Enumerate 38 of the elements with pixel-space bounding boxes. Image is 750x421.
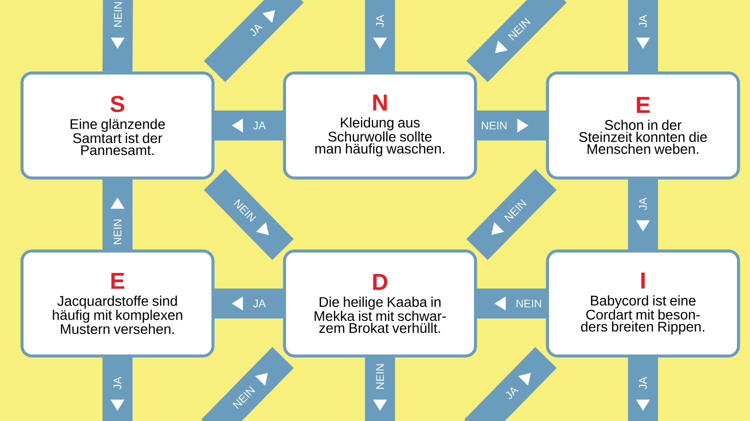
edge-label: JA: [253, 122, 266, 130]
arrow-band: [628, 0, 658, 72]
edge-label: JA: [114, 376, 122, 390]
arrow-band: [102, 180, 132, 250]
arrow-band: [466, 168, 557, 260]
arrow-band: [365, 0, 395, 72]
question-box: D Die heilige Kaaba in Mekka ist mit schwar- zem Brokat verhüllt.: [283, 250, 477, 358]
arrow-band: [477, 288, 546, 318]
edge-label: JA: [376, 14, 384, 28]
edge-label: JA: [639, 198, 647, 210]
arrow-band: [214, 110, 283, 140]
arrow-band: [628, 358, 658, 421]
arrow-band: [204, 0, 304, 82]
arrow-band: [102, 0, 133, 72]
question-box: I Babycord ist eine Cordart mit beson- ders breiten Rippen.: [546, 250, 740, 358]
edge-label: NEIN: [482, 122, 506, 130]
edge-label: JA: [639, 376, 647, 390]
edge-label: NEIN: [516, 300, 542, 308]
edge-label: JA: [506, 388, 519, 399]
edge-label: NEIN: [114, 220, 122, 244]
edge-label: JA: [253, 300, 266, 308]
edge-label: JA: [639, 14, 647, 28]
arrow-band: [464, 347, 557, 421]
arrow-band: [466, 0, 567, 82]
question-box: E Jacquardstoffe sind häufig mit komplexen Mustern versehen.: [20, 250, 214, 358]
arrow-band: [204, 169, 294, 260]
arrow-band: [477, 110, 546, 140]
arrow-band: [102, 358, 132, 421]
arrow-band: [201, 347, 294, 421]
edge-label: JA: [250, 24, 263, 36]
arrow-band: [365, 358, 395, 421]
edge-label: NEIN: [376, 364, 384, 389]
question-box: E Schon in der Steinzeit konnten die Menschen weben.: [546, 72, 740, 180]
question-box: N Kleidung aus Schurwolle sollte man häufig waschen.: [283, 72, 477, 180]
question-box: S Eine glänzende Samtart ist der Pannesamt.: [20, 72, 214, 180]
arrow-band: [214, 288, 283, 318]
edge-label: NEIN: [114, 2, 122, 27]
arrow-band: [628, 180, 658, 250]
